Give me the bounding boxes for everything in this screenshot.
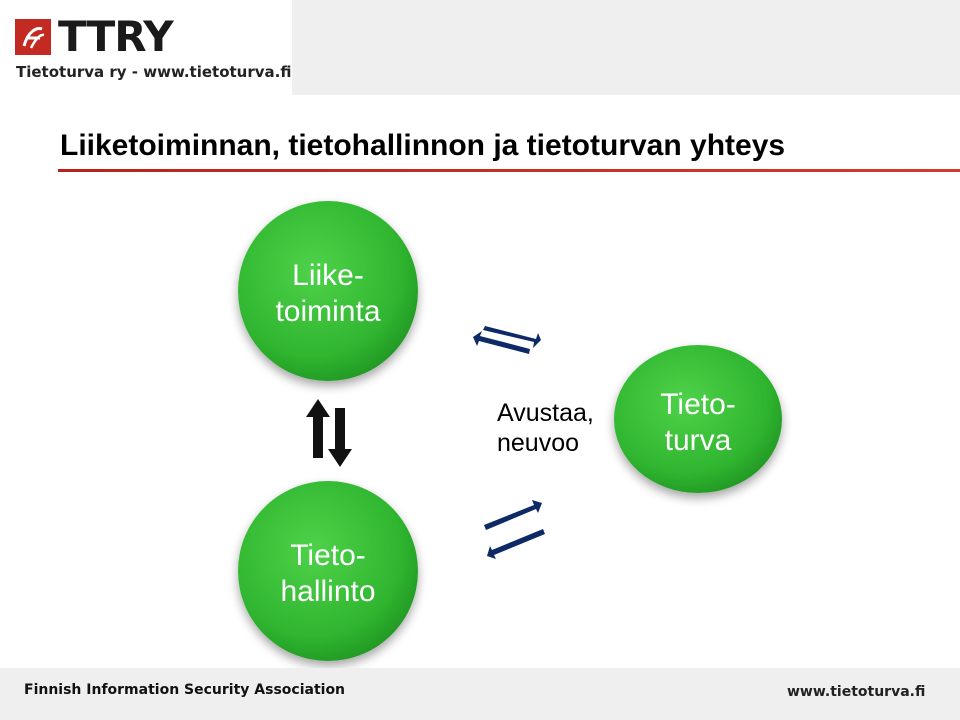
upper-double-arrow-icon bbox=[473, 326, 541, 354]
relation-label-line: neuvoo bbox=[497, 429, 580, 457]
node-label-line: toiminta bbox=[275, 295, 381, 328]
node-tietoturva bbox=[614, 345, 782, 493]
node-label-line: hallinto bbox=[280, 575, 376, 608]
node-label-liiketoiminta: Liike- toiminta bbox=[248, 258, 408, 330]
footer-band bbox=[0, 668, 960, 720]
node-label-line: Tieto- bbox=[290, 539, 366, 572]
node-tietohallinto bbox=[238, 481, 418, 661]
vertical-double-arrow-icon bbox=[306, 399, 352, 467]
logo: TTRY Tietoturva ry - www.tietoturva.fi bbox=[0, 0, 292, 95]
footer-url: www.tietoturva.fi bbox=[787, 684, 926, 700]
slide-title: Liiketoiminnan, tietohallinnon ja tietot… bbox=[60, 129, 786, 162]
title-underline bbox=[58, 169, 960, 172]
node-liiketoiminta bbox=[238, 201, 418, 381]
node-label-tietohallinto: Tieto- hallinto bbox=[248, 538, 408, 610]
relation-label-line: Avustaa, bbox=[497, 399, 594, 427]
logo-tagline: Tietoturva ry - www.tietoturva.fi bbox=[16, 63, 292, 81]
node-label-line: Tieto- bbox=[660, 388, 736, 421]
ttry-logo-icon bbox=[15, 19, 51, 55]
logo-text: TTRY bbox=[58, 12, 174, 61]
lower-double-arrow-icon bbox=[484, 500, 545, 559]
node-label-line: Liike- bbox=[292, 259, 364, 292]
node-label-tietoturva: Tieto- turva bbox=[618, 387, 778, 459]
relation-label: Avustaa, neuvoo bbox=[497, 398, 594, 458]
node-label-line: turva bbox=[664, 424, 732, 457]
footer-organization: Finnish Information Security Association bbox=[24, 682, 346, 698]
